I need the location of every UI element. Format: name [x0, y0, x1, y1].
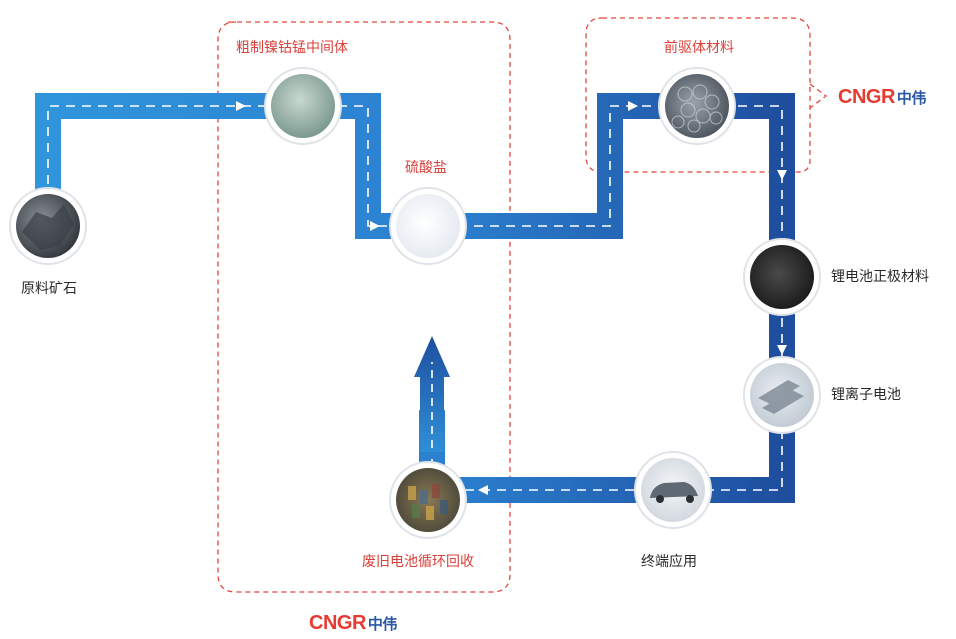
recycle-label: 废旧电池循环回收 — [362, 554, 474, 570]
recycle-up-arrow — [414, 336, 450, 452]
crude-node — [264, 67, 342, 145]
flow-arrow-down-2 — [777, 345, 787, 355]
flow-arrow-left-1 — [478, 485, 488, 495]
crude-image — [271, 74, 335, 138]
intermediate-zone-border — [217, 21, 511, 593]
flow-arrow-right-2 — [370, 221, 380, 231]
cngr-logo-bottom-cn: 中伟 — [367, 616, 398, 633]
ore-node — [9, 187, 87, 265]
flow-arrow-right-1 — [236, 101, 246, 111]
enduse-node — [634, 451, 712, 529]
battery-node — [743, 356, 821, 434]
precursor-label: 前驱体材料 — [664, 40, 734, 56]
cngr-logo-top-cn: 中伟 — [896, 90, 927, 107]
sulfate-label: 硫酸盐 — [405, 160, 447, 176]
cathode-node — [743, 238, 821, 316]
cathode-label: 锂电池正极材料 — [831, 269, 929, 285]
sulfate-image — [396, 194, 460, 258]
precursor-zone-border — [585, 17, 828, 173]
enduse-label: 终端应用 — [641, 554, 697, 570]
recycle-node — [389, 461, 467, 539]
battery-label: 锂离子电池 — [831, 387, 901, 403]
crude-label: 粗制镍钴锰中间体 — [236, 40, 348, 56]
flow-pipe-dash — [47, 105, 783, 491]
cngr-logo-top-en: CNGR — [838, 86, 895, 108]
cngr-logo-bottom-en: CNGR — [309, 612, 366, 634]
sulfate-node — [389, 187, 467, 265]
flow-arrow-right-3 — [628, 101, 638, 111]
ore-label: 原料矿石 — [21, 281, 77, 297]
precursor-node — [658, 67, 736, 145]
flow-arrow-down-1 — [777, 170, 787, 180]
precursor-image — [665, 74, 729, 138]
cathode-image — [750, 245, 814, 309]
